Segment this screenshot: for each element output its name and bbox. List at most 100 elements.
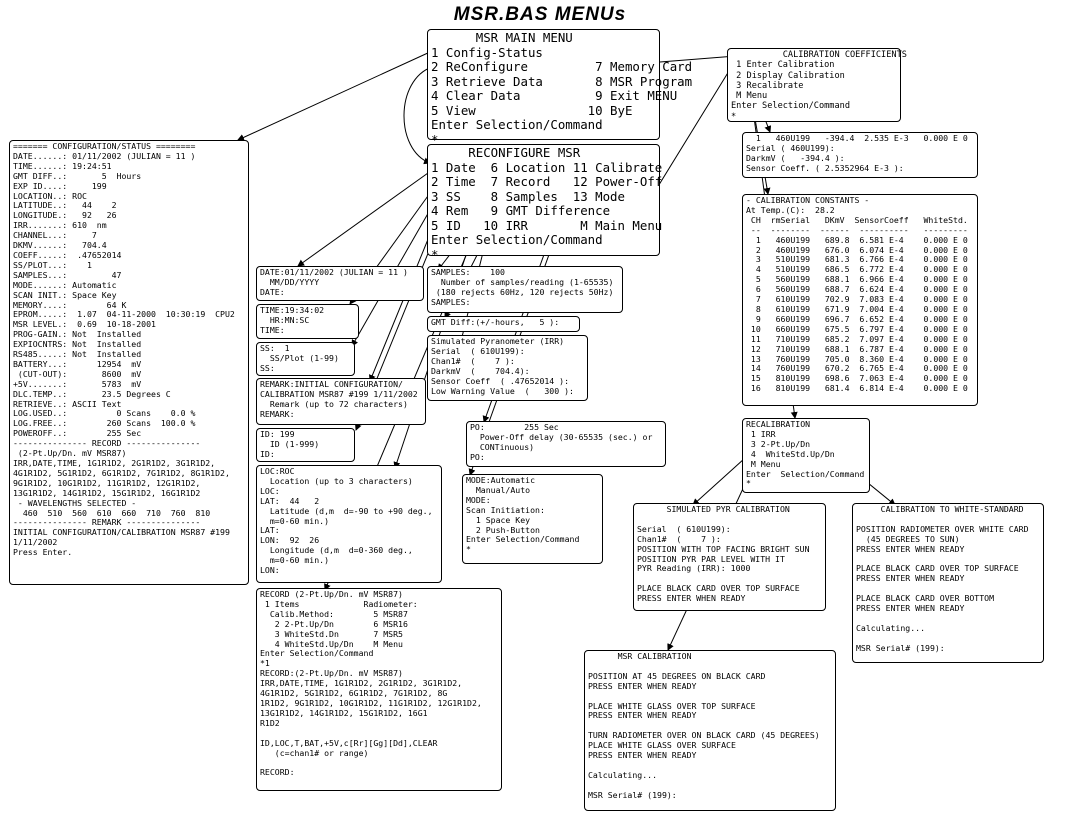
config-status-line: IRR,DATE,TIME, 1G1R1D2, 2G1R1D2, 3G1R1D2…: [13, 458, 216, 468]
calibration-constants-box: - CALIBRATION CONSTANTS -At Temp.(C): 28…: [742, 194, 978, 406]
msr-calibration-line: POSITION AT 45 DEGREES ON BLACK CARD: [588, 670, 766, 681]
recalibration-line: 1 IRR: [746, 428, 776, 439]
ss-box-line: SS/Plot (1-99): [260, 352, 339, 363]
remark-box[interactable]: REMARK:INITIAL CONFIGURATION/CALIBRATION…: [256, 378, 426, 425]
simulated-pyr-calibration-box: SIMULATED PYR CALIBRATION Serial ( 610U1…: [633, 503, 826, 611]
main-menu-line: MSR MAIN MENU: [431, 30, 573, 45]
record-box-line: RECORD:: [260, 767, 295, 778]
config-status-line: LOG.FREE..: 260 Scans 100.0 %: [13, 418, 196, 429]
date-box-line: DATE:01/11/2002 (JULIAN = 11 ): [260, 267, 408, 277]
time-box-line: TIME:19:34:02: [260, 305, 325, 315]
main-menu-line: 5 View 10 ByE: [431, 102, 633, 118]
reconfigure-msr-line: Enter Selection/Command: [431, 232, 603, 247]
remark-box-line: REMARK:INITIAL CONFIGURATION/: [260, 379, 403, 389]
record-box-line: 3 WhiteStd.Dn 7 MSR5: [260, 628, 403, 639]
config-status-line: COEFF.....: .47652014: [13, 249, 122, 260]
samples-box-line: SAMPLES:: [431, 296, 471, 307]
reconfigure-msr-line: 4 Rem 9 GMT Difference: [431, 203, 611, 218]
main-menu-line: 4 Clear Data 9 Exit MENU: [431, 88, 678, 103]
ss-box-line: SS: 1: [260, 343, 290, 353]
calibration-white-standard-line: PRESS ENTER WHEN READY: [856, 543, 965, 554]
irr-box-line: Low Warning Value ( 300 ):: [431, 385, 574, 396]
poweroff-box-line: PO: 255 Sec: [470, 422, 559, 432]
msr-calibration-line: PRESS ENTER WHEN READY: [588, 710, 697, 721]
config-status-line: SAMPLES...: 47: [13, 269, 122, 280]
arrow-main-to-config: [237, 51, 431, 141]
main-menu-line: 2 ReConfigure 7 Memory Card: [431, 59, 693, 74]
ss-box[interactable]: SS: 1 SS/Plot (1-99)SS:: [256, 342, 355, 376]
id-box-line: ID (1-999): [260, 438, 320, 449]
simulated-pyr-calibration-line: PLACE BLACK CARD OVER TOP SURFACE: [637, 583, 800, 594]
record-box-line: Calib.Method: 5 MSR87: [260, 608, 408, 619]
samples-box[interactable]: SAMPLES: 100 Number of samples/reading (…: [427, 266, 623, 313]
simulated-pyr-calibration-line: POSITION PYR PAR LEVEL WITH IT: [637, 553, 785, 564]
mode-box-line: Enter Selection/Command: [466, 534, 580, 545]
record-box-line: 4G1R1D2, 5G1R1D2, 6G1R1D2, 7G1R1D2, 8G: [260, 688, 448, 699]
config-status-line: 460 510 560 610 660 710 760 810: [13, 507, 211, 518]
config-status-line: EXPIOCNTRS: Not Installed: [13, 339, 142, 350]
msr-calibration-line: PRESS ENTER WHEN READY: [588, 750, 697, 761]
record-box-line: 4 WhiteStd.Up/Dn M Menu: [260, 638, 403, 649]
poweroff-box-line: CONTinuous): [470, 441, 535, 452]
msr-calibration-box: MSR CALIBRATION POSITION AT 45 DEGREES O…: [584, 650, 836, 811]
simulated-pyr-calibration-line: Chan1# ( 7 ):: [637, 533, 721, 544]
recalibration-line: *: [746, 478, 751, 489]
enter-calibration-box-line: 1 460U199 -394.4 2.535 E-3 0.000 E 0: [746, 133, 968, 143]
calibration-constants-line: 14 760U199 670.2 6.765 E-4 0.000 E 0: [746, 363, 968, 374]
calibration-coefficients-box[interactable]: CALIBRATION COEFFICIENTS 1 Enter Calibra…: [727, 48, 907, 122]
calibration-constants-line: At Temp.(C): 28.2: [746, 204, 835, 215]
calibration-constants-line: 8 610U199 671.9 7.004 E-4 0.000 E 0: [746, 303, 968, 314]
simulated-pyr-calibration-line: PRESS ENTER WHEN READY: [637, 593, 746, 604]
id-box[interactable]: ID: 199 ID (1-999)ID:: [256, 428, 355, 462]
config-status-line: +5V.......: 5783 mV: [13, 378, 142, 389]
calibration-constants-line: - CALIBRATION CONSTANTS -: [746, 195, 870, 205]
config-status-line: DATE......: 01/11/2002 (JULIAN = 11 ): [13, 150, 196, 161]
samples-box-line: SAMPLES: 100: [431, 267, 505, 277]
calibration-constants-line: 12 710U199 688.1 6.787 E-4 0.000 E 0: [746, 343, 968, 354]
simulated-pyr-calibration-line: PYR Reading (IRR): 1000: [637, 563, 751, 574]
enter-calibration-box-line: DarkmV ( -394.4 ):: [746, 152, 845, 163]
location-box-line: LON: 92 26: [260, 535, 320, 546]
irr-box-line: Simulated Pyranometer (IRR): [431, 336, 565, 346]
time-box-line: HR:MN:SC: [260, 314, 310, 325]
record-box-line: RECORD:(2-Pt.Up/Dn. mV MSR87): [260, 668, 403, 679]
config-status-line: SS/PLOT...: 1: [13, 259, 92, 270]
recalibration-box[interactable]: RECALIBRATION 1 IRR 3 2-Pt.Up/Dn 4 White…: [742, 418, 870, 493]
record-box-line: ID,LOC,T,BAT,+5V,c[Rr][Gg][Dd],CLEAR: [260, 737, 438, 748]
time-box-line: TIME:: [260, 324, 285, 335]
reconfigure-msr-line: 5 ID 10 IRR M Main Menu: [431, 217, 663, 233]
main-menu-line: Enter Selection/Command: [431, 117, 603, 132]
location-box-line: LAT: 44 2: [260, 495, 320, 506]
calibration-constants-line: -- -------- ------ ---------- ---------: [746, 224, 968, 235]
config-status-line: Press Enter.: [13, 547, 73, 558]
config-status-line: EPROM.....: 1.07 04-11-2000 10:30:19 CPU…: [13, 309, 235, 320]
mode-box-line: Scan Initiation:: [466, 504, 545, 515]
config-status-line: GMT DIFF..: 5 Hours: [13, 170, 142, 181]
record-box[interactable]: RECORD (2-Pt.Up/Dn. mV MSR87) 1 Items Ra…: [256, 588, 502, 791]
ss-box-line: SS:: [260, 362, 275, 373]
record-box-line: Enter Selection/Command: [260, 648, 374, 659]
location-box-line: LOC:ROC: [260, 466, 295, 476]
calibration-coefficients-line: 3 Recalibrate: [731, 80, 804, 91]
config-status-line: --------------- RECORD ---------------: [13, 438, 201, 449]
config-status-line: (CUT-OUT): 8600 mV: [13, 368, 142, 379]
record-box-line: R1D2: [260, 717, 280, 728]
poweroff-box[interactable]: PO: 255 Sec Power-Off delay (30-65535 (s…: [466, 421, 666, 467]
config-status-line: MODE......: Automatic: [13, 279, 117, 290]
date-box-line: DATE:: [260, 286, 285, 297]
date-box[interactable]: DATE:01/11/2002 (JULIAN = 11 ) MM/DD/YYY…: [256, 266, 424, 301]
msr-calibration-line: Calculating...: [588, 769, 658, 780]
reconfigure-msr-line: 1 Date 6 Location 11 Calibrate: [431, 159, 663, 175]
location-box[interactable]: LOC:ROC Location (up to 3 characters)LOC…: [256, 465, 442, 583]
id-box-line: ID: 199: [260, 429, 295, 439]
irr-box[interactable]: Simulated Pyranometer (IRR)Serial ( 610U…: [427, 335, 588, 401]
location-box-line: LOC:: [260, 485, 280, 496]
record-box-line: *1: [260, 658, 270, 669]
recalibration-line: RECALIBRATION: [746, 419, 811, 429]
gmt-box[interactable]: GMT Diff:(+/-hours, 5 ):: [427, 316, 580, 332]
